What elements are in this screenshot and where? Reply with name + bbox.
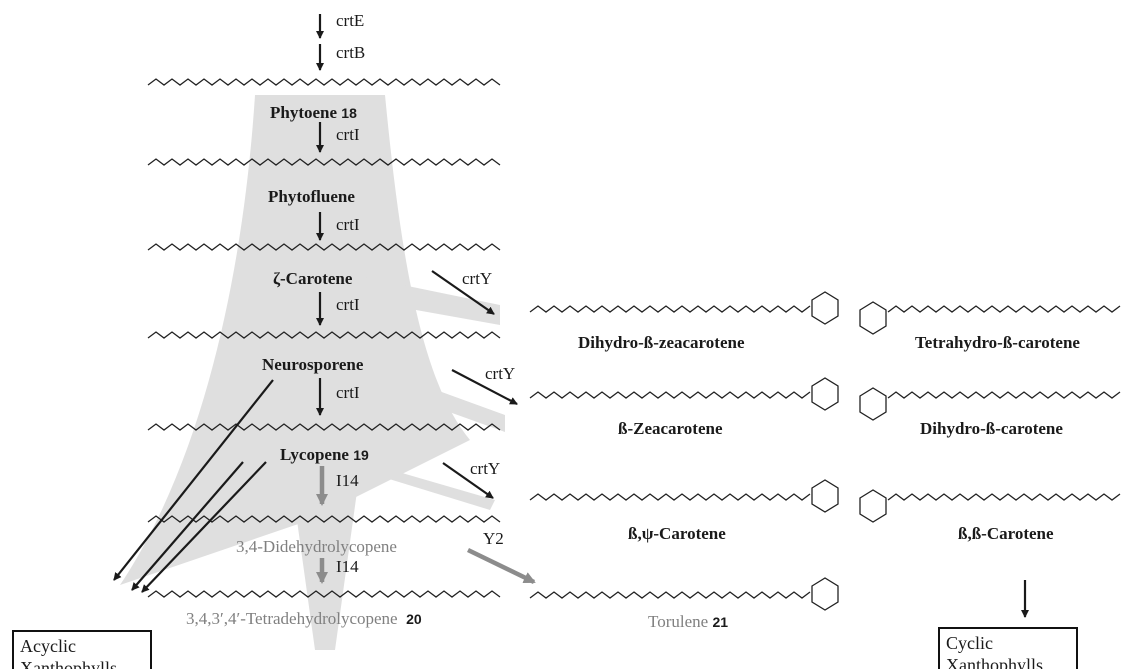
label-lycopene: Lycopene 19 bbox=[280, 445, 369, 464]
structure-tetrahydro-carotene bbox=[859, 301, 1121, 335]
chain-neurosporene bbox=[147, 331, 501, 339]
grey-arrows bbox=[316, 466, 536, 585]
structure-torulene bbox=[529, 577, 839, 611]
fan-to-crtY-3 bbox=[340, 455, 495, 510]
box-acyclic-xanthophylls: Acyclic Xanthophylls bbox=[12, 630, 152, 669]
label-tetradehydrolycopene: 3,4,3′,4′-Tetradehydrolycopene 20 bbox=[186, 609, 422, 628]
arrow-crtY-3 bbox=[442, 462, 494, 499]
chain-zeta-carotene bbox=[147, 243, 501, 251]
label-crtI-3: crtI bbox=[336, 295, 360, 314]
box-cyclic-line1: Cyclic bbox=[946, 633, 993, 653]
chain-lycopene bbox=[147, 423, 501, 431]
arrow-crtY-2 bbox=[451, 369, 518, 405]
arrow-crtY-1 bbox=[431, 270, 495, 315]
arrow-lyco-acyclic-2 bbox=[141, 461, 267, 593]
label-crtY-1: crtY bbox=[462, 269, 493, 288]
fan-main bbox=[120, 95, 470, 585]
label-crtI-1: crtI bbox=[336, 125, 360, 144]
label-Y2: Y2 bbox=[483, 529, 504, 548]
chain-phytofluene bbox=[147, 158, 501, 166]
chain-tetradehydrolycopene bbox=[147, 590, 501, 598]
chain-phytoene bbox=[147, 78, 501, 86]
box-cyclic-xanthophylls: Cyclic Xanthophylls bbox=[938, 627, 1078, 669]
fan-to-crtY-2 bbox=[340, 355, 505, 432]
fan-to-crtY-1 bbox=[330, 270, 500, 325]
label-crtB: crtB bbox=[336, 43, 366, 62]
label-tetrahydro-carotene: Tetrahydro-ß-carotene bbox=[915, 333, 1080, 352]
label-beta-psi-carotene: ß,ψ-Carotene bbox=[628, 524, 726, 543]
structure-beta-psi-carotene bbox=[529, 479, 839, 513]
label-dihydro-zeacarotene: Dihydro-ß-zeacarotene bbox=[578, 333, 745, 352]
box-acyclic-line2: Xanthophylls bbox=[20, 658, 117, 669]
fan-lower bbox=[290, 470, 360, 650]
label-zeacarotene: ß-Zeacarotene bbox=[618, 419, 723, 438]
arrow-neuro-acyclic bbox=[113, 379, 274, 581]
label-phytofluene: Phytofluene bbox=[268, 187, 355, 206]
label-phytoene: Phytoene 18 bbox=[270, 103, 357, 122]
label-crtI-4: crtI bbox=[336, 383, 360, 402]
structure-zeacarotene bbox=[529, 377, 839, 411]
label-crtE: crtE bbox=[336, 11, 365, 30]
structure-dihydro-zeacarotene bbox=[529, 291, 839, 325]
label-neurosporene: Neurosporene bbox=[262, 355, 364, 374]
arrow-lyco-acyclic-1 bbox=[131, 461, 244, 591]
label-didehydrolycopene: 3,4-Didehydrolycopene bbox=[236, 537, 397, 556]
box-acyclic-line1: Acyclic bbox=[20, 636, 76, 656]
arrow-Y2 bbox=[467, 547, 536, 585]
structure-beta-beta-carotene bbox=[859, 489, 1121, 523]
label-crtY-2: crtY bbox=[485, 364, 516, 383]
label-crtI-2: crtI bbox=[336, 215, 360, 234]
label-dihydro-carotene: Dihydro-ß-carotene bbox=[920, 419, 1063, 438]
structure-dihydro-carotene bbox=[859, 387, 1121, 421]
label-crtY-3: crtY bbox=[470, 459, 501, 478]
label-I14-1: I14 bbox=[336, 471, 359, 490]
label-I14-2: I14 bbox=[336, 557, 359, 576]
pathway-arrows bbox=[113, 14, 1029, 618]
label-zeta-carotene: ζ-Carotene bbox=[273, 269, 353, 288]
box-cyclic-line2: Xanthophylls bbox=[946, 655, 1043, 669]
chain-didehydrolycopene bbox=[147, 515, 501, 523]
label-torulene: Torulene 21 bbox=[648, 612, 729, 631]
label-beta-beta-carotene: ß,ß-Carotene bbox=[958, 524, 1054, 543]
